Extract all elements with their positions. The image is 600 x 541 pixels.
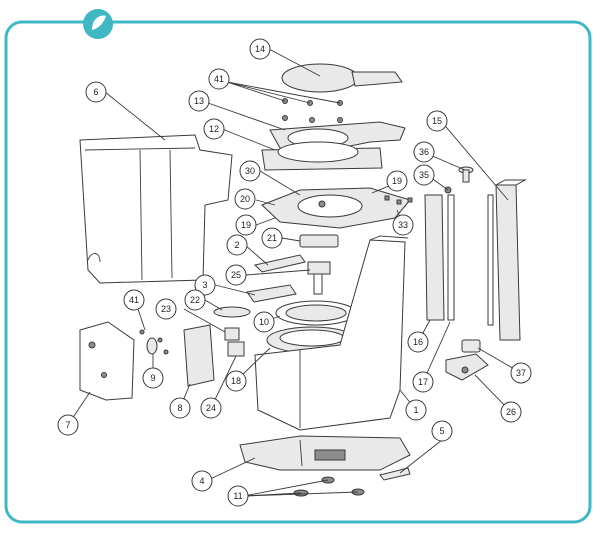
callout-36: 36: [413, 141, 435, 163]
part-top-housing: [261, 141, 383, 171]
callout-label: 12: [209, 124, 219, 134]
callout-19: 19: [386, 170, 408, 192]
callout-label: 10: [259, 317, 269, 327]
callout-label: 2: [234, 240, 239, 250]
callout-4: 4: [191, 470, 213, 492]
callout-label: 17: [418, 377, 428, 387]
brand-leaf-logo: [83, 9, 113, 39]
callout-label: 7: [65, 420, 70, 430]
callout-9: 9: [142, 367, 164, 389]
callout-label: 4: [199, 476, 204, 486]
part-water-tank: [79, 134, 233, 284]
part-21-block: [299, 234, 339, 248]
callout-label: 33: [398, 220, 408, 230]
callout-11: 11: [227, 485, 249, 507]
callout-label: 6: [93, 87, 98, 97]
part-motor-plate: [261, 187, 411, 229]
callout-label: 18: [231, 376, 241, 386]
callout-label: 24: [206, 403, 216, 413]
callout-20: 20: [234, 188, 256, 210]
callout-label: 25: [231, 270, 241, 280]
callout-label: 22: [190, 295, 200, 305]
callout-17: 17: [412, 371, 434, 393]
part-3-comb: [246, 284, 297, 303]
part-16-rail: [424, 194, 445, 321]
part-4-base: [239, 435, 411, 471]
callout-10: 10: [253, 311, 275, 333]
callout-7: 7: [57, 414, 79, 436]
part-25-nozzle: [307, 261, 331, 295]
callout-41: 41: [208, 68, 230, 90]
callout-1: 1: [405, 399, 427, 421]
callout-label: 36: [419, 147, 429, 157]
callout-13: 13: [188, 90, 210, 112]
callout-label: 5: [439, 426, 444, 436]
callout-label: 23: [161, 304, 171, 314]
callout-label: 37: [516, 368, 526, 378]
callout-35: 35: [413, 164, 435, 186]
part-15-rail: [494, 179, 527, 341]
callout-label: 19: [241, 220, 251, 230]
callout-label: 16: [413, 337, 423, 347]
callout-26: 26: [500, 401, 522, 423]
callout-12: 12: [203, 118, 225, 140]
callout-label: 20: [240, 194, 250, 204]
callout-19: 19: [235, 214, 257, 236]
part-10-tray: [275, 300, 357, 326]
callout-25: 25: [225, 264, 247, 286]
callout-label: 41: [129, 295, 139, 305]
callout-label: 8: [177, 403, 182, 413]
callout-label: 13: [194, 96, 204, 106]
callout-22: 22: [184, 289, 206, 311]
callout-label: 3: [202, 280, 207, 290]
callout-41: 41: [123, 289, 145, 311]
callout-16: 16: [407, 331, 429, 353]
callout-2: 2: [226, 234, 248, 256]
callout-label: 9: [150, 373, 155, 383]
callout-label: 21: [267, 233, 277, 243]
callout-37: 37: [510, 362, 532, 384]
part-lid-top: [281, 63, 403, 93]
callout-label: 26: [506, 407, 516, 417]
part-2-filter: [254, 254, 306, 273]
callout-24: 24: [200, 397, 222, 419]
callout-14: 14: [249, 38, 271, 60]
callout-label: 35: [419, 170, 429, 180]
callout-label: 11: [233, 491, 242, 501]
callout-label: 1: [413, 405, 418, 415]
callout-3: 3: [194, 274, 216, 296]
callout-30: 30: [239, 160, 261, 182]
part-motor-assembly: [445, 339, 489, 381]
callout-23: 23: [155, 298, 177, 320]
part-7-side-panel: [79, 321, 135, 401]
callout-label: 30: [245, 166, 255, 176]
callout-label: 41: [214, 74, 224, 84]
part-9-clip: [139, 329, 169, 355]
callout-label: 14: [255, 44, 265, 54]
part-gear-assembly: [183, 324, 245, 387]
part-17-rod: [447, 194, 494, 326]
callout-label: 15: [432, 116, 442, 126]
callout-18: 18: [225, 370, 247, 392]
callout-21: 21: [261, 227, 283, 249]
part-22-disc: [213, 306, 251, 318]
callout-8: 8: [169, 397, 191, 419]
callout-33: 33: [392, 214, 414, 236]
callout-5: 5: [431, 420, 453, 442]
callout-label: 19: [392, 176, 402, 186]
callout-15: 15: [426, 110, 448, 132]
callout-6: 6: [85, 81, 107, 103]
